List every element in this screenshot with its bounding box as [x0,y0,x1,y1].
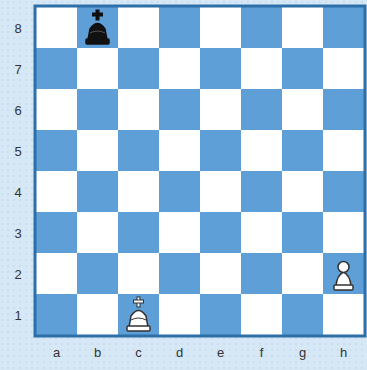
board-square [241,294,282,335]
board-square [36,294,77,335]
board-square [159,253,200,294]
board-square [241,212,282,253]
board-square [118,294,159,335]
board-square [282,89,323,130]
board-square [282,294,323,335]
rank-label: 1 [14,308,21,321]
rank-label: 6 [14,103,21,116]
board-square [159,48,200,89]
board-square [282,130,323,171]
board-square [282,212,323,253]
board-square [159,212,200,253]
board-square [241,171,282,212]
board-square [282,48,323,89]
board-square [323,7,364,48]
board-square [241,130,282,171]
board-square [77,253,118,294]
board-square [241,7,282,48]
board-square [118,7,159,48]
board-square [282,171,323,212]
board-square [282,7,323,48]
board-square [77,48,118,89]
board-square [36,130,77,171]
board-square [200,294,241,335]
board-square [200,89,241,130]
rank-label: 3 [14,226,21,239]
rank-label: 8 [14,21,21,34]
board-square [200,7,241,48]
file-label: a [53,346,60,359]
board-square [159,171,200,212]
board-square [323,212,364,253]
board-square [159,7,200,48]
rank-label: 7 [14,62,21,75]
board-square [323,294,364,335]
board-square [241,253,282,294]
board-square [200,48,241,89]
board-square [36,253,77,294]
board-square [241,89,282,130]
board-square [118,89,159,130]
board-square [200,253,241,294]
board-square [323,171,364,212]
board-square [159,130,200,171]
board-square [200,171,241,212]
file-label: e [217,346,224,359]
board-square [77,130,118,171]
file-label: b [94,346,101,359]
board-square [36,171,77,212]
rank-label: 4 [14,185,21,198]
file-label: g [299,346,306,359]
board-square [36,48,77,89]
file-label: d [176,346,183,359]
board-square [282,253,323,294]
board-square [323,253,364,294]
file-label: f [260,346,264,359]
board-square [323,130,364,171]
board-square [159,294,200,335]
board-square [323,48,364,89]
board-square [159,89,200,130]
board-square [323,89,364,130]
board-square [77,7,118,48]
board-square [241,48,282,89]
board-square [36,89,77,130]
board-square [118,212,159,253]
board-square [36,7,77,48]
file-label: c [135,346,142,359]
board-square [118,253,159,294]
rank-label: 5 [14,144,21,157]
board-square [200,130,241,171]
board-square [118,48,159,89]
board-square [118,171,159,212]
board-square [77,294,118,335]
pawn-piece [334,262,353,291]
board-square [77,212,118,253]
board-square [118,130,159,171]
board-square [200,212,241,253]
rank-label: 2 [14,267,21,280]
board-square [36,212,77,253]
king-piece [127,297,150,331]
file-label: h [340,346,347,359]
king-piece [86,10,109,44]
board-square [77,171,118,212]
board-square [77,89,118,130]
